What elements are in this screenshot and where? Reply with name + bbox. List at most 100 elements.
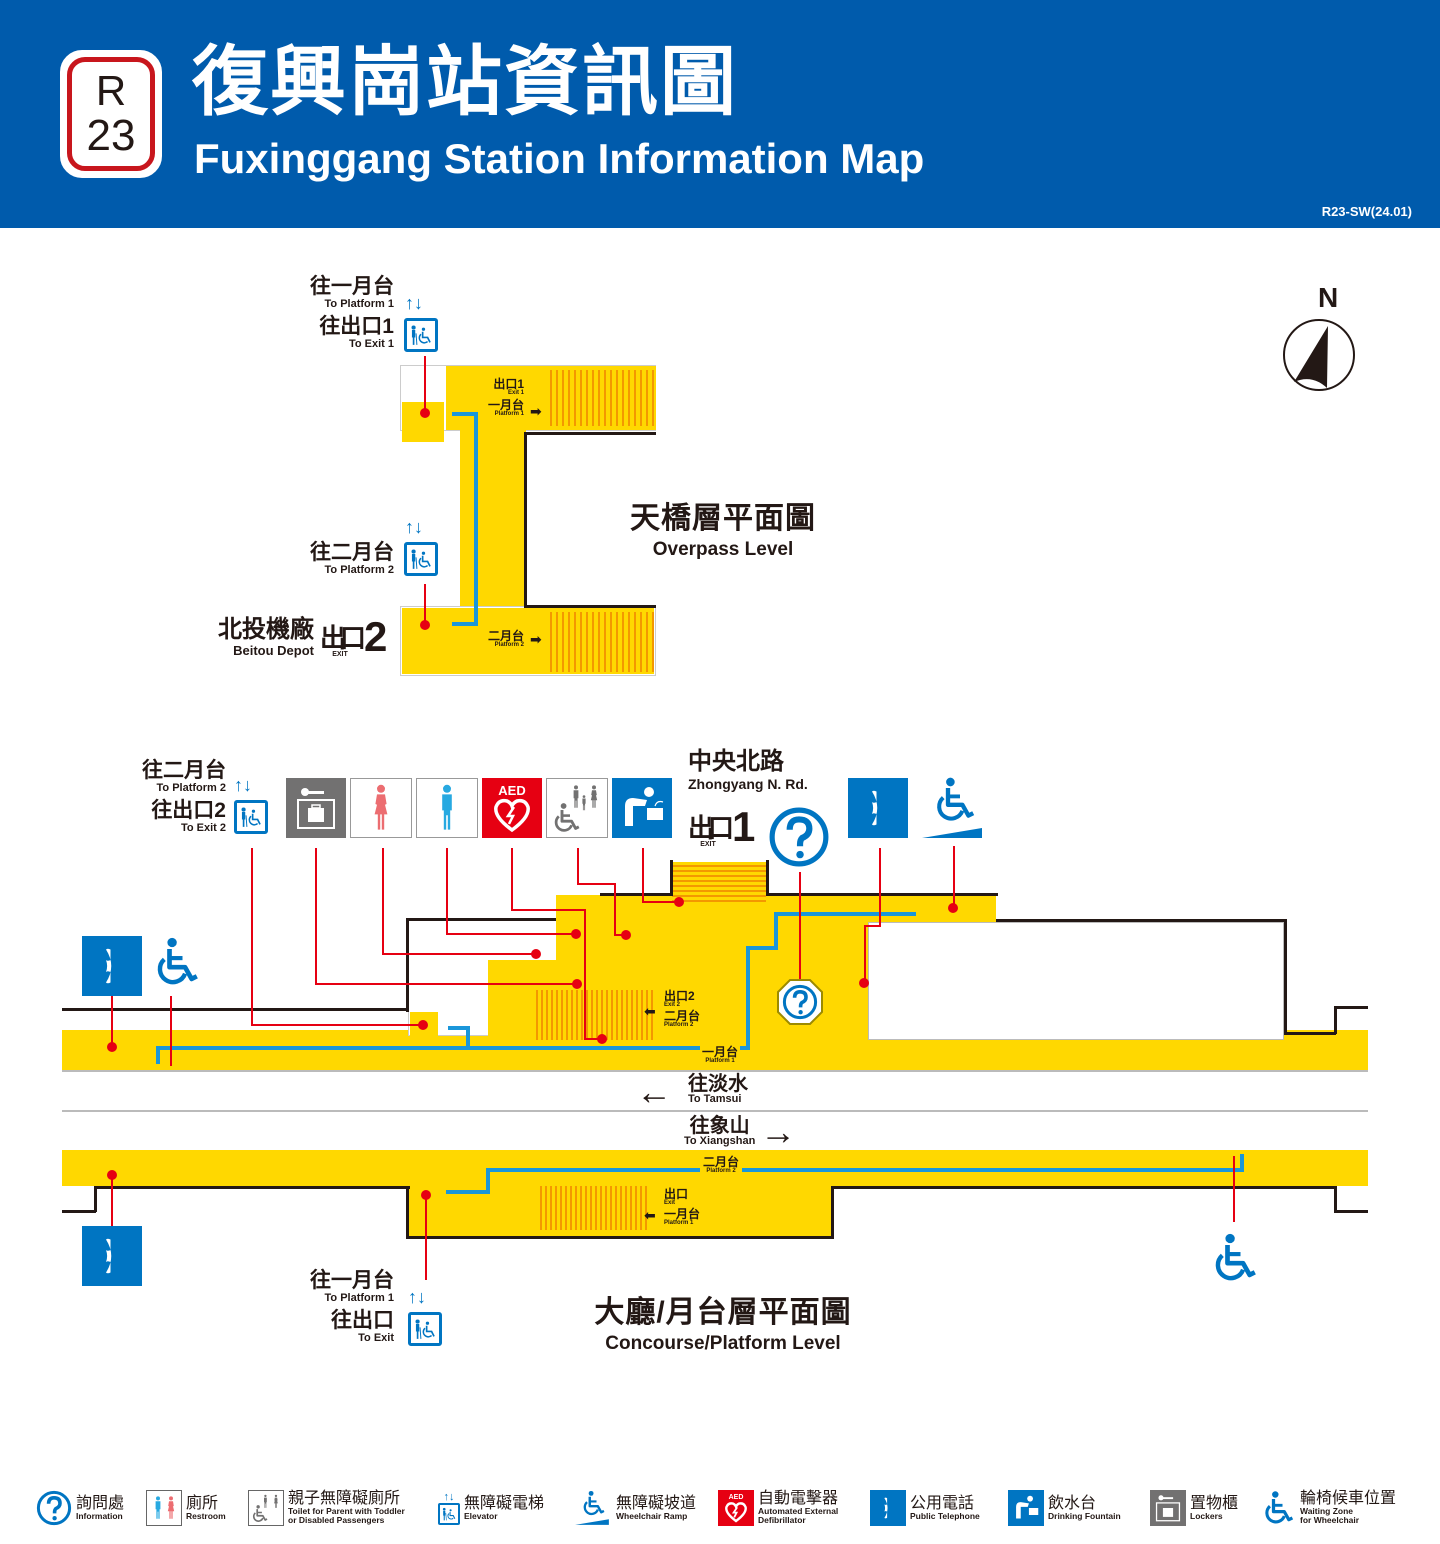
label-zh: 二月台 [664, 1009, 701, 1023]
label-zh: 往出口2 [151, 799, 226, 822]
page-title-en: Fuxinggang Station Information Map [194, 135, 925, 182]
exit1-sign: 出口 EXIT 1 [688, 803, 756, 850]
elevator-icon[interactable] [404, 542, 438, 576]
leader-line [864, 925, 866, 981]
exit-number: 1 [732, 803, 756, 850]
wall [524, 605, 656, 608]
exit-zh: 出口 [320, 623, 366, 653]
family-toilet-marker [621, 930, 631, 940]
telephone-marker [107, 1042, 117, 1052]
leader-line [864, 925, 881, 927]
accessible-route [452, 622, 478, 626]
public-telephone-icon[interactable] [848, 778, 908, 838]
public-telephone-icon [870, 1490, 906, 1526]
leader-line [879, 848, 881, 926]
label-zh: 往一月台 [310, 275, 394, 298]
exit1-destination: 中央北路 Zhongyang N. Rd. [688, 750, 808, 792]
leader-line [111, 996, 113, 1044]
elevator-icon[interactable] [408, 1312, 442, 1346]
lockers-icon[interactable] [286, 778, 346, 838]
legend-en: Public Telephone [910, 1510, 980, 1521]
legend-zh: 詢問處 [76, 1494, 125, 1512]
legend-zh: 親子無障礙廁所 [288, 1490, 401, 1508]
wall [831, 1186, 834, 1238]
drinking-fountain-icon[interactable] [612, 778, 672, 838]
wheelchair-waiting-icon[interactable] [150, 936, 202, 988]
leader-line [251, 1024, 423, 1026]
public-telephone-icon[interactable] [82, 936, 142, 996]
compass-north-label: N [1318, 282, 1339, 313]
leader-line [642, 901, 678, 903]
legend-en: Toilet for Parent with Toddler [288, 1506, 405, 1517]
level-title-zh: 天橋層平面圖 [630, 502, 816, 535]
label-en: Exit [664, 1200, 676, 1206]
elevator-marker [420, 620, 430, 630]
accessible-route [446, 1190, 490, 1194]
up-down-arrows-icon: ↑↓ [234, 775, 252, 795]
leader-line [170, 996, 172, 1066]
leader-line [953, 846, 955, 906]
information-counter-icon[interactable] [776, 978, 824, 1026]
elevator-label-platform2: 往二月台 To Platform 2 [260, 542, 394, 576]
wall [1334, 1006, 1368, 1009]
leader-line [511, 848, 513, 910]
wall [406, 1236, 834, 1239]
label-zh: 往出口1 [319, 315, 394, 338]
wheelchair-waiting-icon[interactable] [1208, 1232, 1260, 1284]
lockers-icon [1150, 1490, 1186, 1526]
public-telephone-icon[interactable] [82, 1226, 142, 1286]
wall [766, 860, 769, 896]
label-en: To Xiangshan [684, 1135, 756, 1147]
arrow-right-icon: ➡ [530, 403, 542, 419]
up-down-arrows-icon: ↑↓ [408, 1287, 426, 1307]
label-en: Exit 1 [507, 390, 524, 396]
office-area [868, 922, 1284, 1040]
wheelchair-ramp-icon[interactable] [920, 776, 984, 840]
accessible-route [474, 412, 478, 624]
ramp-marker [948, 903, 958, 913]
legend-en: Lockers [1190, 1510, 1223, 1521]
elevator-label-platform2-exit2: 往二月台 To Platform 2 往出口2 To Exit 2 [110, 760, 226, 834]
leader-line [382, 953, 536, 955]
restroom-male-marker [571, 929, 581, 939]
overpass-corridor [460, 430, 526, 608]
leader-line [614, 934, 626, 936]
information-icon [36, 1490, 72, 1526]
wall [524, 432, 527, 608]
legend-en2: or Disabled Passengers [288, 1515, 385, 1525]
information-icon[interactable] [768, 806, 830, 868]
aed-icon[interactable]: AED [482, 778, 542, 838]
restroom-male-icon[interactable] [416, 778, 478, 838]
wall [406, 918, 556, 921]
wall [94, 1186, 97, 1212]
header-banner: R 23 復興崗站資訊圖 Fuxinggang Station Informat… [0, 0, 1440, 228]
escalator-stairs-south [540, 1186, 650, 1230]
family-toilet-icon[interactable] [546, 778, 608, 838]
accessible-route [486, 1168, 490, 1192]
stair-label-exit1: 出口1 Exit 1 一月台 Platform 1 [482, 378, 524, 417]
wheelchair-ramp-icon [575, 1490, 609, 1525]
label-zh: 一月台 [702, 1045, 739, 1059]
label-en: To Platform 1 [324, 298, 394, 310]
stairs-south [550, 612, 654, 672]
leader-line [511, 909, 585, 911]
elevator-marker [420, 408, 430, 418]
elevator-icon[interactable] [234, 800, 268, 834]
leader-line [424, 356, 426, 412]
restroom-female-icon[interactable] [350, 778, 412, 838]
up-down-arrows-icon: ↑↓ [405, 517, 423, 537]
overpass-level-title: 天橋層平面圖 Overpass Level [616, 502, 830, 560]
label-en: To Tamsui [688, 1093, 742, 1105]
leader-line [251, 848, 253, 1026]
legend-en: Waiting Zone [1300, 1506, 1354, 1517]
label-zh: 一月台 [487, 398, 524, 412]
accessible-route [774, 912, 916, 916]
line-code: R [95, 67, 127, 114]
wall [1334, 1210, 1368, 1213]
leader-line [424, 584, 426, 624]
elevator-icon[interactable] [404, 318, 438, 352]
